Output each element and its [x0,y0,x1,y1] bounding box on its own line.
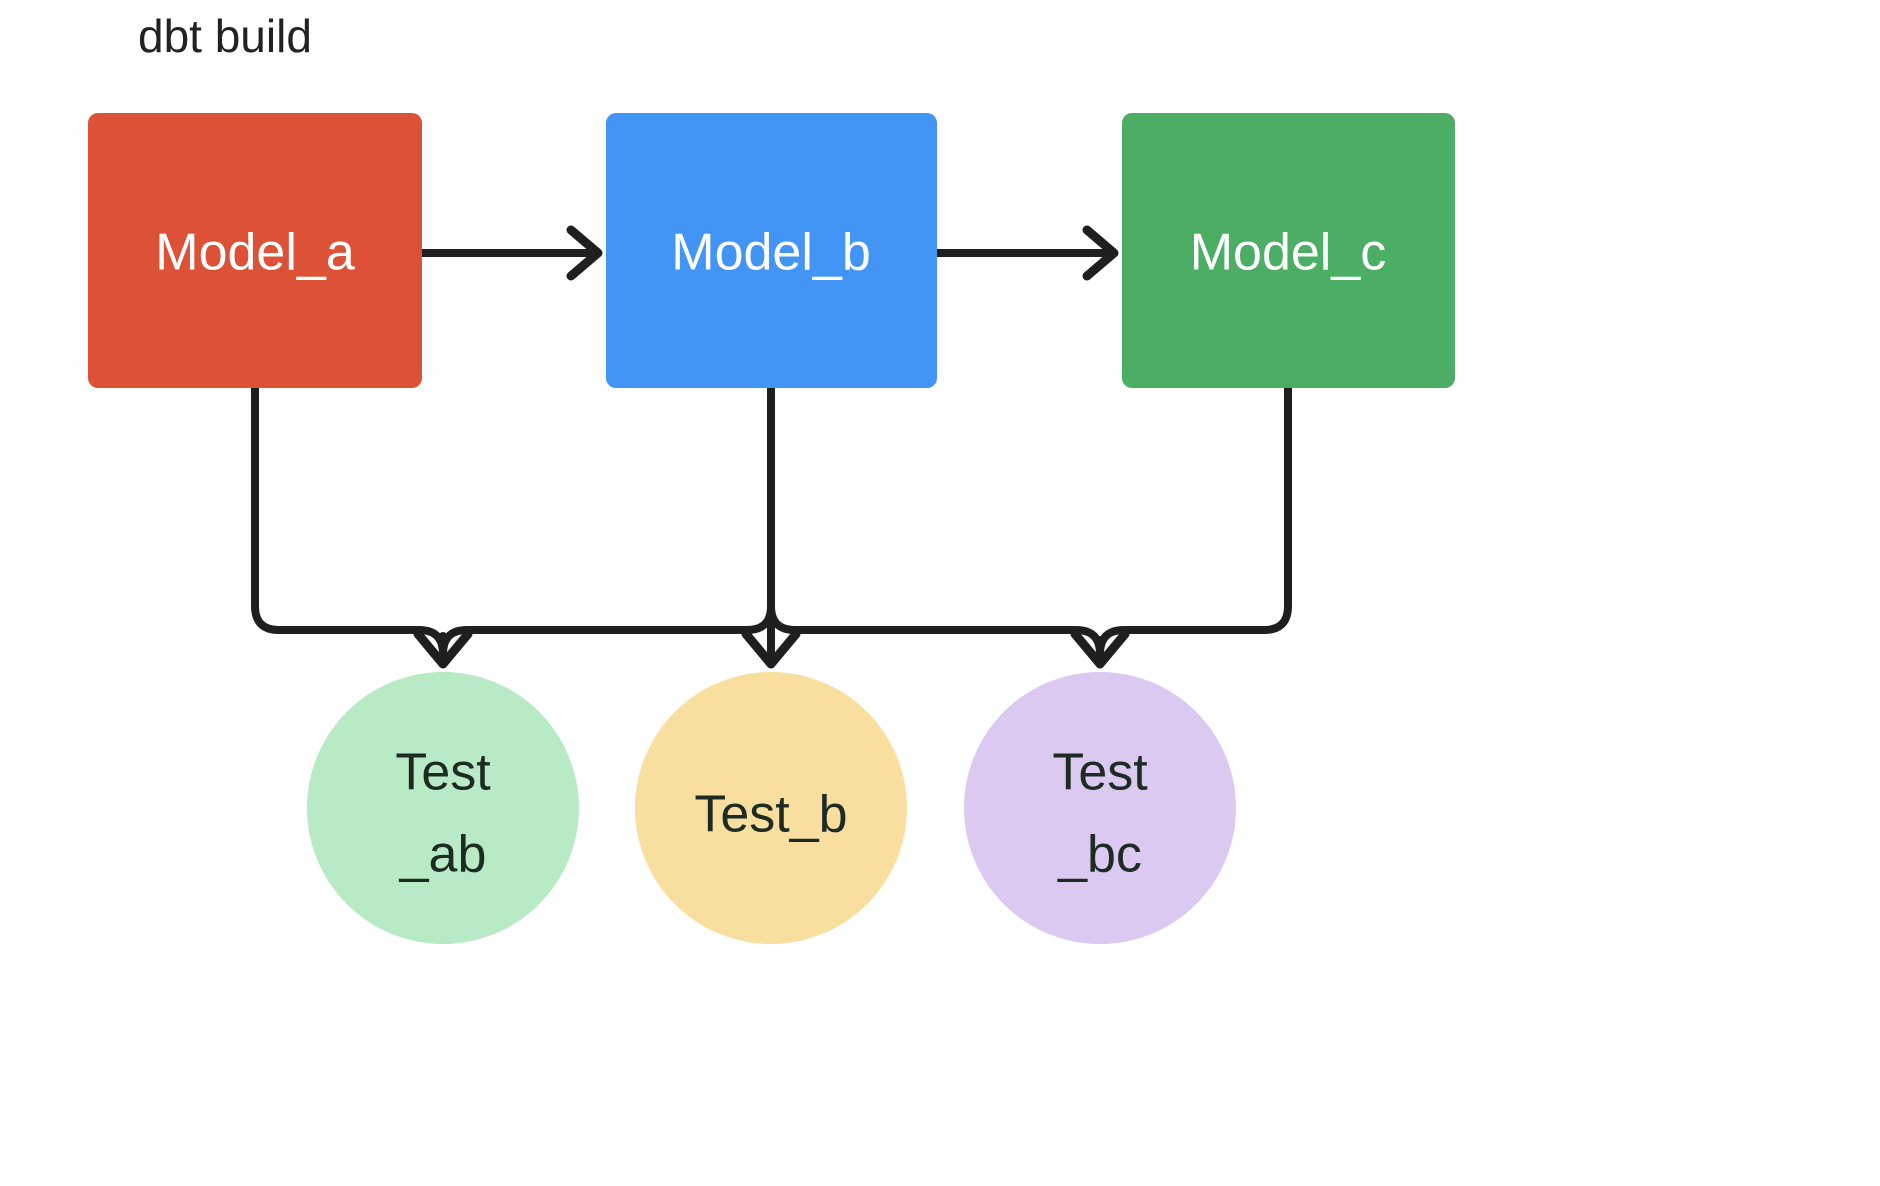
test-ab-label-line1: Test [395,744,491,802]
edge-model-b-to-model-c [933,225,1119,281]
test-node-test-b[interactable]: Test_b [635,672,907,944]
test-b-circle[interactable] [635,672,907,944]
edge-layer [251,225,1292,669]
edge-model-a-to-test-ab [251,384,447,658]
edge-line [767,384,1104,658]
edge-model-c-to-test-bc [1070,384,1292,669]
test-bc-label-line1: Test [1052,744,1148,802]
model-node-model-c[interactable]: Model_c [1122,113,1455,388]
test-bc-label-line2: _bc [1057,826,1142,884]
arrow-head-icon [566,225,603,281]
test-bc-circle[interactable] [964,672,1236,944]
model-c-label: Model_c [1190,224,1387,282]
test-node-test-bc[interactable]: Test _bc [964,672,1236,944]
arrow-head-icon [413,629,473,669]
edge-model-b-to-test-bc [767,384,1104,658]
test-node-test-ab[interactable]: Test _ab [307,672,579,944]
arrow-head-icon [1082,225,1119,281]
edge-model-a-to-model-b [418,225,603,281]
model-node-model-b[interactable]: Model_b [606,113,937,388]
model-b-rect[interactable] [606,113,937,388]
model-node-model-a[interactable]: Model_a [88,113,422,388]
edge-line [439,384,775,658]
diagram-title: dbt build [138,10,312,62]
model-a-rect[interactable] [88,113,422,388]
model-a-label: Model_a [155,224,355,282]
edge-line [1096,384,1292,658]
arrow-head-icon [1070,629,1130,669]
edge-model-b-to-test-ab [413,384,775,669]
model-b-label: Model_b [671,224,870,282]
model-c-rect[interactable] [1122,113,1455,388]
arrow-head-icon [741,629,801,669]
test-ab-label-line2: _ab [399,826,487,884]
test-b-label-line1: Test_b [694,786,847,844]
test-ab-circle[interactable] [307,672,579,944]
edge-line [251,384,447,658]
